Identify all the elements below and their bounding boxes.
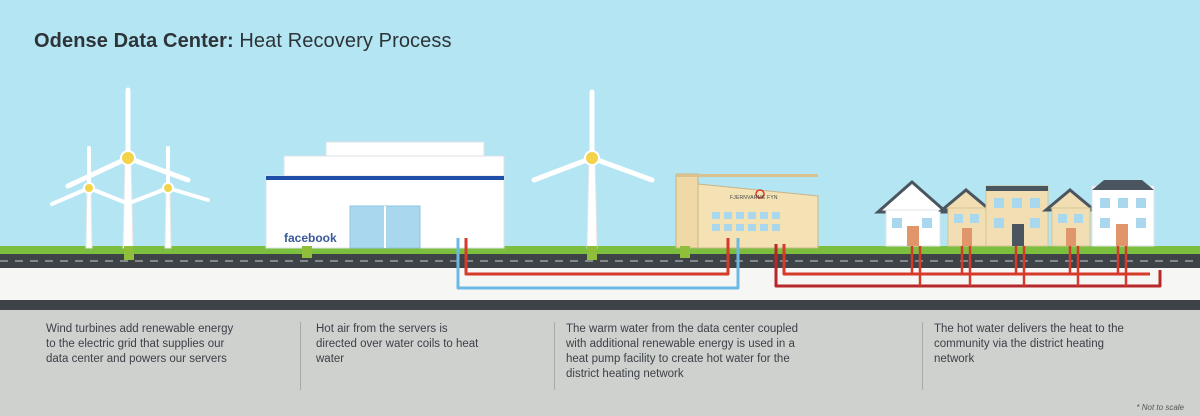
pipe-network-district xyxy=(774,244,1162,288)
caption-heat-pump: The warm water from the data center coup… xyxy=(566,323,799,380)
caption-divider xyxy=(922,322,923,390)
footnote: * Not to scale xyxy=(1136,403,1184,412)
wind-turbines-left xyxy=(50,87,210,260)
caption-servers: Hot air from the servers is directed ove… xyxy=(316,323,479,365)
bottom-band xyxy=(0,300,1200,310)
title-rest: Heat Recovery Process xyxy=(233,30,452,52)
grass-strip xyxy=(0,246,1200,254)
page-title: Odense Data Center: Heat Recovery Proces… xyxy=(34,30,452,53)
heat-pump-facility xyxy=(675,173,819,258)
datacenter-brand-label: facebook xyxy=(284,231,337,245)
data-center-building xyxy=(265,141,505,258)
scene-illustration xyxy=(0,0,1200,310)
title-strong: Odense Data Center: xyxy=(34,30,234,52)
caption-panel xyxy=(0,310,1200,416)
pipe-network-datacenter xyxy=(456,238,740,290)
caption-community: The hot water delivers the heat to the c… xyxy=(934,323,1124,365)
wind-turbine-icon xyxy=(531,89,655,260)
caption-divider xyxy=(554,322,555,390)
plant-sign-label: FJERNVARME FYN xyxy=(730,195,778,201)
wind-turbine-icon xyxy=(130,146,210,249)
wind-turbine-icon xyxy=(50,146,126,249)
caption-wind: Wind turbines add renewable energy to th… xyxy=(46,323,234,365)
caption-divider xyxy=(300,322,301,390)
houses-community xyxy=(874,179,1155,247)
